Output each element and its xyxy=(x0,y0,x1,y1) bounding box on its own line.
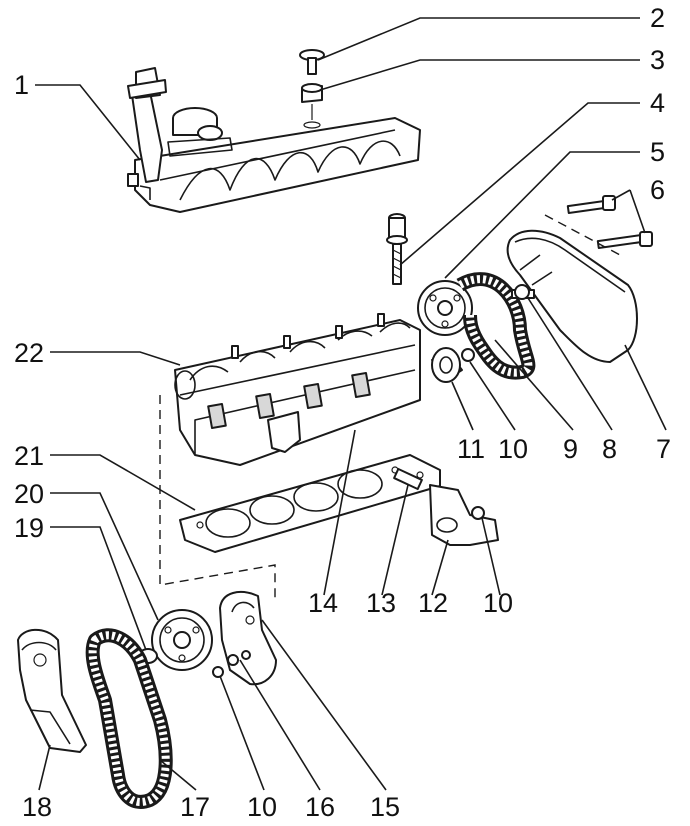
callout-21: 21 xyxy=(14,441,44,471)
cylinder-head xyxy=(174,313,421,466)
callout-13: 13 xyxy=(366,588,396,618)
tensioner-bracket xyxy=(429,484,499,546)
callout-16: 16 xyxy=(305,792,335,822)
cover-bolts xyxy=(566,195,653,250)
callout-10-bracket: 10 xyxy=(483,588,513,618)
grommet xyxy=(301,83,323,129)
lower-timing-belt xyxy=(85,628,173,809)
cover-stud xyxy=(511,284,535,300)
callout-14: 14 xyxy=(308,588,338,618)
callout-numbers: 1 2 3 4 5 6 7 8 9 10 11 22 21 20 19 14 1… xyxy=(14,3,671,822)
callout-11: 11 xyxy=(457,434,485,464)
callout-10-tensioner: 10 xyxy=(498,434,528,464)
callout-3: 3 xyxy=(650,45,665,75)
callout-7: 7 xyxy=(656,434,671,464)
tensioner-nut xyxy=(461,348,475,362)
valve-cover xyxy=(127,67,421,213)
callout-5: 5 xyxy=(650,137,665,167)
callout-12: 12 xyxy=(418,588,448,618)
callout-15: 15 xyxy=(370,792,400,822)
lower-timing-cover xyxy=(17,628,87,753)
intermediate-shaft xyxy=(393,467,423,491)
callout-22: 22 xyxy=(14,338,44,368)
callout-4: 4 xyxy=(650,88,665,118)
lower-cover-nuts xyxy=(212,650,251,678)
head-bolt xyxy=(386,213,408,285)
tensioner-pulley xyxy=(431,347,463,383)
callout-1: 1 xyxy=(14,70,29,100)
callout-6: 6 xyxy=(650,175,665,205)
crankshaft-sprocket xyxy=(151,609,213,671)
callout-9: 9 xyxy=(563,434,578,464)
upper-timing-belt xyxy=(456,272,536,380)
callout-leader-lines xyxy=(35,17,667,791)
callout-20: 20 xyxy=(14,479,44,509)
callout-17: 17 xyxy=(180,792,210,822)
callout-2: 2 xyxy=(650,3,665,33)
cap-nut xyxy=(299,49,325,75)
camshaft-sprocket xyxy=(417,280,473,336)
callout-10-lower: 10 xyxy=(247,792,277,822)
callout-8: 8 xyxy=(602,434,617,464)
callout-18: 18 xyxy=(22,792,52,822)
callout-19: 19 xyxy=(14,513,44,543)
lower-back-cover xyxy=(219,591,277,686)
